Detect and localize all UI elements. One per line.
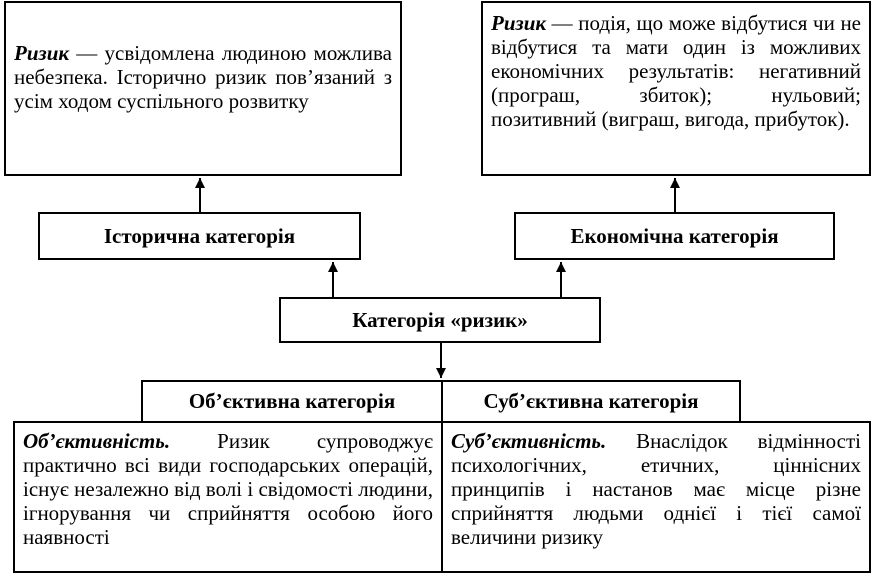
subjective-definition-term: Суб’єктивність. [451,429,607,453]
subjective-definition-text: Внаслідок відмін­ності психологічних, ет… [451,429,861,549]
historical-definition-term: Ризик [14,41,70,65]
subjective-category-label: Суб’єктивна категорія [483,389,699,413]
economic-definition-term: Ризик [491,11,547,35]
economic-definition-text: — подія, що може відбу­тися чи не відбут… [491,11,861,131]
economic-definition-box: Ризик — подія, що може відбу­тися чи не … [481,1,871,176]
economic-category-label: Економічна категорія [570,223,779,248]
risk-category-box: Категорія «ризик» [279,297,601,343]
subjective-definition-box: Суб’єктивність. Внаслідок відмін­ності п… [441,421,871,573]
historical-category-box: Історична категорія [38,212,361,260]
economic-category-box: Економічна категорія [514,212,835,260]
objective-category-label: Об’єктивна категорія [188,389,396,413]
objective-definition-term: Об’єктивність. [23,429,171,453]
historical-definition-box: Ризик — усвідомлена людиною можлива небе… [4,1,402,176]
objective-definition-text: Ризик супроводжує практично всі види гос… [23,429,433,549]
historical-definition-text: — усвідомлена людиною можлива небезпека.… [14,41,392,113]
objective-category-box: Об’єктивна категорія [141,380,443,423]
risk-category-label: Категорія «ризик» [352,307,528,332]
subjective-category-box: Суб’єктивна категорія [441,380,741,423]
objective-definition-box: Об’єктивність. Ризик супроводжує практич… [13,421,443,573]
historical-category-label: Історична категорія [103,223,296,248]
